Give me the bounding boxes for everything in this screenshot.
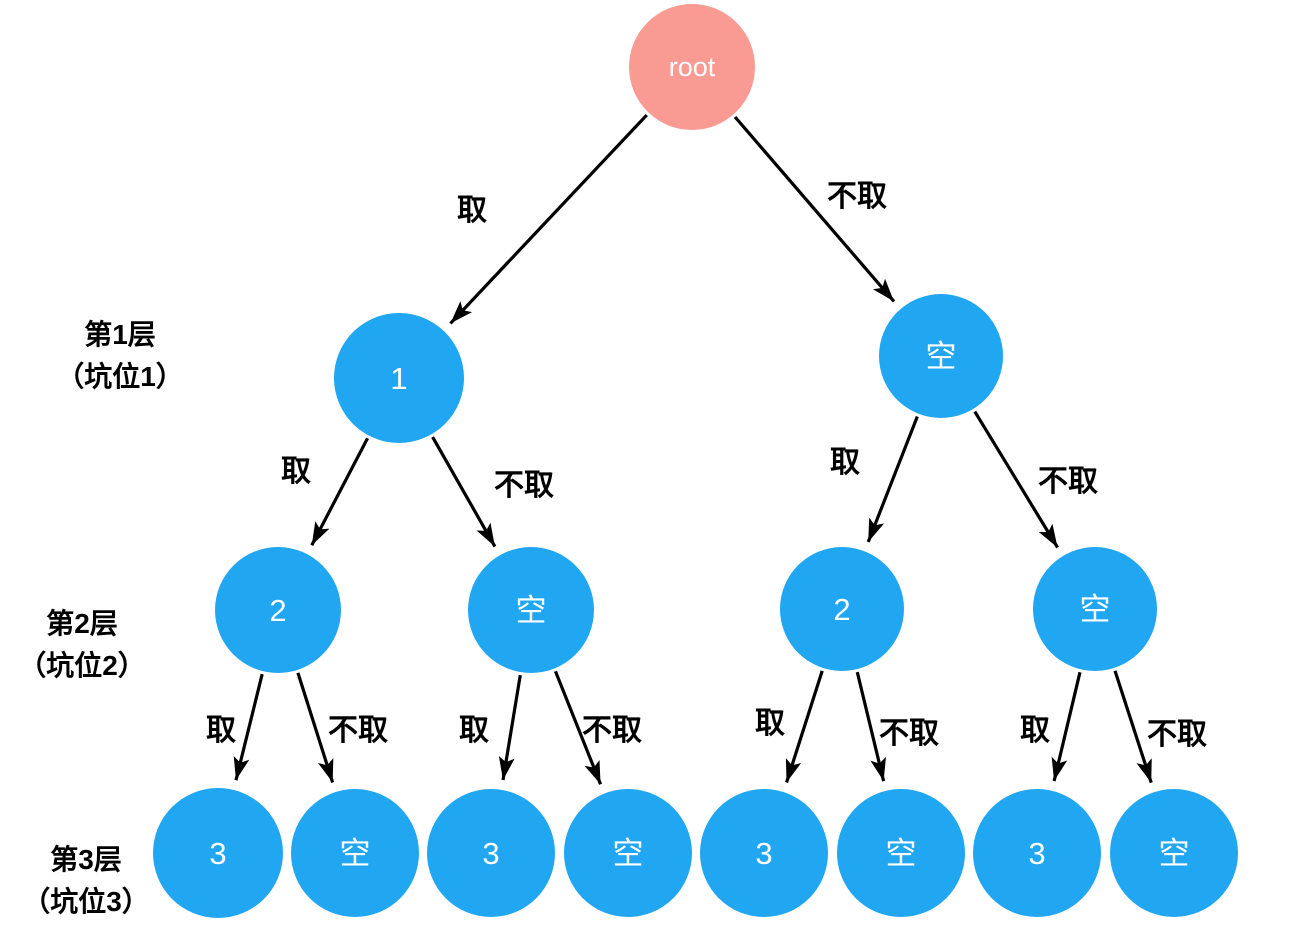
node-circle-n13 bbox=[973, 789, 1101, 917]
node-label-root: root bbox=[669, 52, 716, 82]
level-label-2-line1: 第2层 bbox=[46, 608, 118, 639]
node-circle-n5 bbox=[780, 547, 904, 671]
tree-edge-n5-n11 bbox=[785, 670, 824, 784]
tree-edge-n4-n9 bbox=[498, 674, 522, 781]
node-circle-n7 bbox=[153, 788, 283, 918]
level-label-2: 第2层 （坑位2） bbox=[0, 603, 197, 687]
node-label-n1: 1 bbox=[390, 361, 407, 396]
tree-edge-n2-n5 bbox=[866, 415, 919, 543]
node-label-n2: 空 bbox=[926, 339, 957, 374]
tree-edge-n2-n6 bbox=[973, 410, 1059, 549]
level-label-2-line2: （坑位2） bbox=[18, 650, 146, 681]
node-circle-n2 bbox=[879, 294, 1003, 418]
node-circle-n11 bbox=[700, 789, 828, 917]
tree-node-n4: 空 bbox=[468, 547, 594, 673]
tree-node-n8: 空 bbox=[291, 789, 419, 917]
node-label-n7: 3 bbox=[209, 836, 226, 871]
node-label-n5: 2 bbox=[833, 592, 850, 627]
tree-edge-n4-n10 bbox=[553, 670, 603, 785]
node-circle-n1 bbox=[334, 313, 464, 443]
tree-node-n7: 3 bbox=[153, 788, 283, 918]
tree-edge-n6-n14 bbox=[1113, 670, 1153, 784]
tree-edge-n5-n12 bbox=[855, 671, 886, 782]
tree-node-root: root bbox=[629, 4, 755, 130]
tree-node-n14: 空 bbox=[1110, 789, 1238, 917]
node-label-n3: 2 bbox=[269, 593, 286, 628]
node-circle-n12 bbox=[837, 789, 965, 917]
tree-node-n11: 3 bbox=[700, 789, 828, 917]
tree-node-n6: 空 bbox=[1033, 547, 1157, 671]
node-label-n8: 空 bbox=[340, 836, 371, 871]
node-circle-n3 bbox=[215, 547, 341, 673]
tree-node-n9: 3 bbox=[427, 789, 555, 917]
level-label-3: 第3层 （坑位3） bbox=[0, 839, 201, 923]
tree-edge-n1-n4 bbox=[431, 436, 497, 548]
node-circle-n9 bbox=[427, 789, 555, 917]
tree-edge-n3-n8 bbox=[296, 672, 335, 783]
level-label-3-line1: 第3层 bbox=[50, 844, 122, 875]
node-label-n4: 空 bbox=[516, 593, 547, 628]
node-circle-n8 bbox=[291, 789, 419, 917]
node-label-n10: 空 bbox=[613, 836, 644, 871]
tree-edge-n1-n3 bbox=[310, 437, 369, 547]
tree-node-n2: 空 bbox=[879, 294, 1003, 418]
level-label-1-line2: （坑位1） bbox=[56, 361, 184, 392]
node-circle-n10 bbox=[564, 789, 692, 917]
level-label-1-line1: 第1层 bbox=[84, 319, 156, 350]
tree-node-n1: 1 bbox=[334, 313, 464, 443]
tree-node-n10: 空 bbox=[564, 789, 692, 917]
tree-edge-root-n1 bbox=[449, 113, 648, 325]
level-label-1: 第1层 （坑位1） bbox=[5, 314, 235, 398]
tree-edge-root-n2 bbox=[733, 115, 896, 303]
node-circle-n4 bbox=[468, 547, 594, 673]
node-circle-n6 bbox=[1033, 547, 1157, 671]
tree-node-n5: 2 bbox=[780, 547, 904, 671]
level-label-3-line2: （坑位3） bbox=[22, 886, 150, 917]
node-circle-root bbox=[629, 4, 755, 130]
node-label-n6: 空 bbox=[1080, 592, 1111, 627]
node-label-n11: 3 bbox=[755, 836, 772, 871]
node-label-n9: 3 bbox=[482, 836, 499, 871]
tree-node-n3: 2 bbox=[215, 547, 341, 673]
node-label-n12: 空 bbox=[886, 836, 917, 871]
tree-edge-n3-n7 bbox=[233, 673, 264, 781]
tree-edge-n6-n13 bbox=[1051, 671, 1082, 782]
tree-node-n13: 3 bbox=[973, 789, 1101, 917]
node-circle-n14 bbox=[1110, 789, 1238, 917]
node-label-n13: 3 bbox=[1028, 836, 1045, 871]
tree-node-n12: 空 bbox=[837, 789, 965, 917]
node-label-n14: 空 bbox=[1159, 836, 1190, 871]
